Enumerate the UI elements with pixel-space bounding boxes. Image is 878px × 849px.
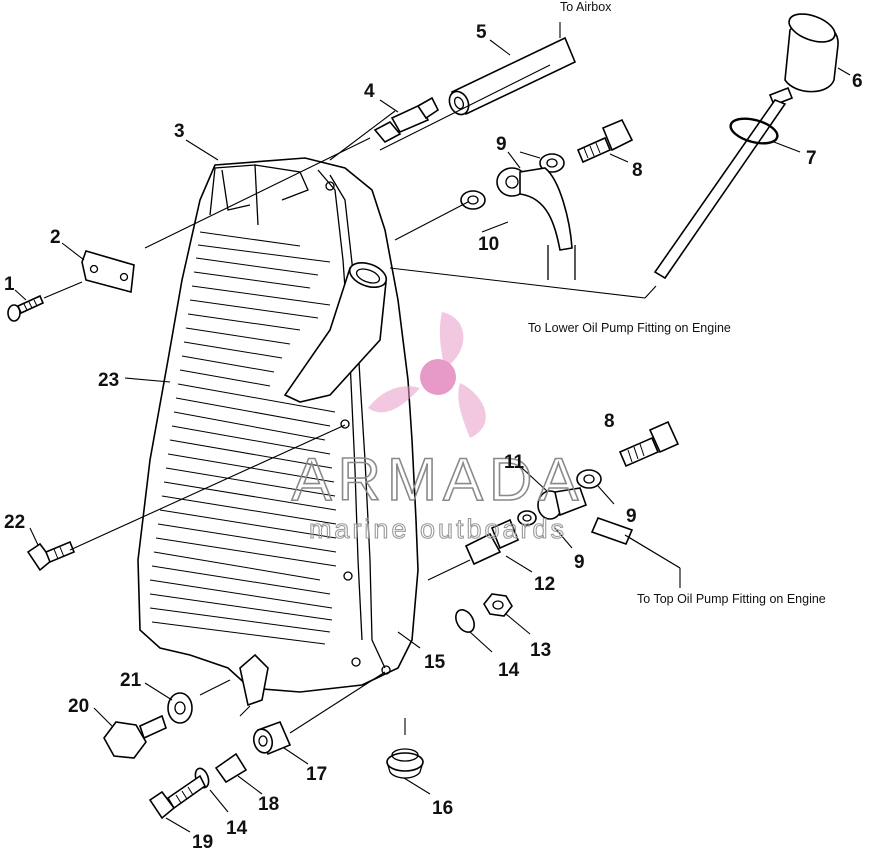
callout-23: 23: [98, 370, 119, 391]
part-2-bracket: [81, 250, 135, 294]
part-21-washer: [167, 692, 193, 724]
callout-9-right: 9: [626, 506, 637, 527]
part-5-hose: [448, 36, 577, 116]
part-11-fitting: [537, 487, 681, 569]
callout-numbers: 1 2 3 4 5 6 7 8 8 9 9 9 10 11 12 13 14 1…: [4, 22, 863, 849]
callout-15: 15: [424, 652, 446, 673]
routing-notes: To Airbox To Lower Oil Pump Fitting on E…: [528, 0, 826, 606]
leader-lines: [14, 22, 851, 833]
callout-12: 12: [534, 574, 555, 595]
part-12-sensor: [464, 518, 520, 566]
part-7-o-ring: [729, 117, 779, 145]
part-19-bolt: [148, 774, 207, 820]
callout-9-upper: 9: [496, 134, 507, 155]
propeller-logo-icon: [368, 312, 486, 438]
part-9-washers: [460, 153, 602, 526]
armada-watermark: ARMADA marine outboards: [291, 312, 585, 545]
callout-11: 11: [504, 452, 525, 473]
part-13-nut: [483, 593, 513, 617]
callout-21: 21: [120, 670, 142, 691]
callout-3: 3: [174, 121, 185, 142]
note-lower-oil-pump: To Lower Oil Pump Fitting on Engine: [528, 321, 731, 335]
part-4-fitting: [373, 96, 440, 144]
callout-7: 7: [806, 148, 817, 169]
part-10-banjo-fitting: [496, 167, 576, 280]
callout-10: 10: [478, 234, 499, 255]
callout-2: 2: [50, 227, 61, 248]
part-16-grommet: [386, 748, 424, 779]
note-top-oil-pump: To Top Oil Pump Fitting on Engine: [637, 592, 826, 606]
watermark-brand: ARMADA: [292, 446, 585, 513]
callout-6: 6: [852, 71, 863, 92]
callout-8-upper: 8: [632, 160, 643, 181]
callout-14-right: 14: [498, 660, 520, 681]
part-17-grommet: [252, 720, 292, 756]
callout-1: 1: [4, 274, 15, 295]
callout-20: 20: [68, 696, 89, 717]
callout-9-lower: 9: [574, 552, 585, 573]
callout-8-lower: 8: [604, 411, 615, 432]
oil-tank: [137, 157, 419, 707]
part-6-filler-cap: [653, 13, 839, 280]
part-14-washers: [194, 609, 475, 789]
part-18-spacer: [214, 752, 248, 784]
note-to-airbox: To Airbox: [560, 0, 612, 14]
part-8-bolt-lower: [618, 420, 680, 468]
callout-13: 13: [530, 640, 551, 661]
callout-14-left: 14: [226, 818, 248, 839]
callout-22: 22: [4, 512, 25, 533]
callout-4: 4: [364, 81, 375, 102]
part-1-screw: [7, 294, 45, 322]
part-20-drain-bolt: [103, 714, 167, 759]
part-8-bolt-upper: [576, 118, 634, 164]
callout-16: 16: [432, 798, 453, 819]
callout-19: 19: [192, 832, 213, 849]
watermark-tagline: marine outboards: [309, 514, 567, 544]
callout-18: 18: [258, 794, 279, 815]
callout-17: 17: [306, 764, 327, 785]
callout-5: 5: [476, 22, 487, 43]
part-22-bolt: [26, 540, 76, 572]
